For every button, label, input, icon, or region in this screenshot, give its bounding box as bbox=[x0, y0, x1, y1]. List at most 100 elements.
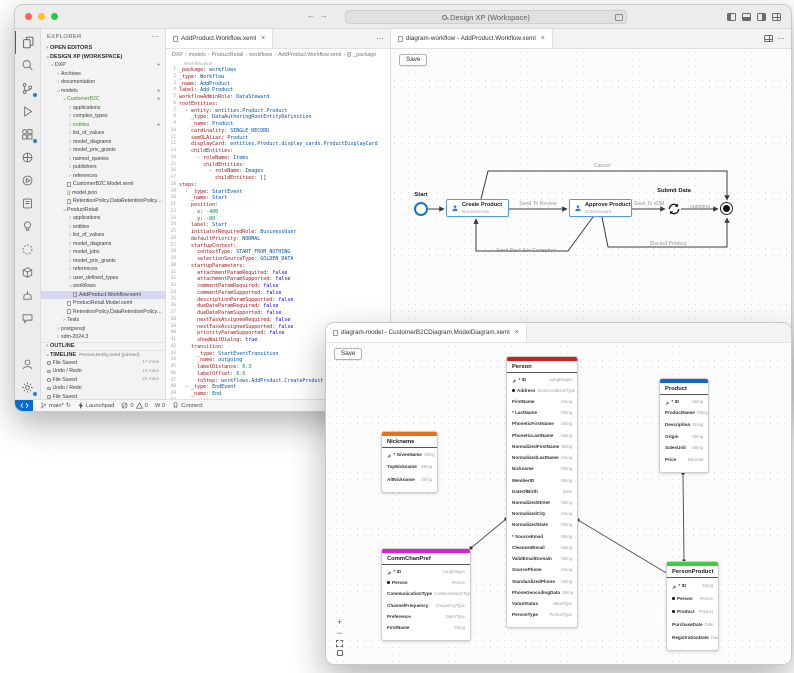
connect-item[interactable]: Connect bbox=[172, 402, 203, 409]
maximize-window-icon[interactable] bbox=[51, 13, 58, 20]
split-editor-icon[interactable] bbox=[763, 34, 773, 43]
minimize-window-icon[interactable] bbox=[38, 13, 45, 20]
tree-item[interactable]: ›model_jobs bbox=[41, 248, 165, 257]
code-line[interactable]: 27 startupContext: bbox=[170, 242, 237, 249]
tree-item[interactable]: ›postgresql bbox=[41, 325, 165, 334]
start-node[interactable] bbox=[414, 202, 428, 216]
source-control-icon[interactable] bbox=[15, 77, 41, 100]
close-window-icon[interactable] bbox=[25, 13, 32, 20]
close-tab-icon[interactable]: × bbox=[514, 329, 519, 336]
timeline-item[interactable]: File Saved bbox=[41, 393, 165, 399]
tab-diagram-workflow[interactable]: diagram-workflow - AddProduct.Workflow.x… bbox=[391, 29, 553, 48]
timeline-item[interactable]: Undo / Redo bbox=[41, 384, 165, 393]
tab-diagram-model[interactable]: diagram-model - CustomerB2CDiagram.Model… bbox=[326, 323, 527, 342]
zoom-in-icon[interactable]: + bbox=[336, 617, 343, 627]
code-line[interactable]: 19 - _type: StartEvent bbox=[170, 188, 243, 195]
account-icon[interactable] bbox=[15, 353, 41, 376]
tree-item[interactable]: ›Archives bbox=[41, 70, 165, 79]
tree-item[interactable]: ›ProductRetail bbox=[61, 206, 99, 213]
breadcrumb-symbol[interactable]: _package bbox=[353, 52, 377, 58]
code-line[interactable]: 46 labelOffset: 0.0 bbox=[170, 370, 246, 377]
tree-item[interactable]: AddProduct.Workflow.xeml bbox=[41, 290, 165, 299]
code-line[interactable]: 15 childEntities: bbox=[170, 161, 246, 168]
tree-item[interactable]: ProductRetail.Model.xeml bbox=[41, 299, 165, 308]
save-button[interactable]: Save bbox=[399, 54, 428, 66]
code-line[interactable]: 45 labelDistance: 0.3 bbox=[170, 364, 252, 370]
code-line[interactable]: 20 _name: Start bbox=[170, 195, 228, 202]
tree-item[interactable]: ›documentation bbox=[41, 78, 165, 87]
launchpad-item[interactable]: Launchpad bbox=[78, 402, 114, 409]
code-line[interactable]: 14 - roleName: Items bbox=[170, 154, 249, 161]
code-line[interactable]: 49 _name: End bbox=[170, 391, 222, 397]
tree-item[interactable]: ›model_priv_grants bbox=[41, 257, 165, 266]
settings-icon[interactable] bbox=[15, 376, 41, 399]
code-line[interactable]: 16 - roleName: Images bbox=[170, 168, 264, 175]
code-line[interactable]: 21 position: bbox=[170, 202, 219, 208]
tree-item[interactable]: ›entities bbox=[41, 223, 165, 232]
toggle-sidebar-icon[interactable] bbox=[727, 13, 736, 21]
code-line[interactable]: 40 priorityParamSupported: false bbox=[170, 330, 285, 337]
tree-item[interactable]: ›Tests bbox=[41, 316, 165, 325]
code-line[interactable]: 37 dueDateParamSupported: false bbox=[170, 310, 282, 316]
tree-item[interactable]: ›xdm-2024.3 bbox=[41, 333, 165, 342]
code-line[interactable]: 38 nextTaskAssigneeRequired: false bbox=[170, 316, 291, 323]
toggle-panel-icon[interactable] bbox=[742, 13, 751, 21]
tree-item[interactable]: ›model_priv_grants bbox=[41, 146, 165, 155]
problems-item[interactable]: 0 0 bbox=[121, 402, 148, 409]
code-line[interactable]: 10 cardinality: SINGLE_RECORD bbox=[170, 127, 270, 134]
tree-item[interactable]: ›applications bbox=[41, 214, 165, 223]
customize-layout-icon[interactable] bbox=[772, 13, 781, 21]
tree-item[interactable]: ›CustomerB2C● bbox=[61, 96, 160, 103]
extensions-icon[interactable] bbox=[15, 123, 41, 146]
breadcrumb-item[interactable]: ProductRetail bbox=[211, 52, 244, 58]
notebook-icon[interactable] bbox=[15, 192, 41, 215]
tree-item[interactable]: ›applications bbox=[41, 104, 165, 113]
zoom-out-icon[interactable]: − bbox=[336, 628, 343, 638]
lightbulb-icon[interactable] bbox=[15, 215, 41, 238]
code-line[interactable]: 7 - entity: entities.Product.Product bbox=[173, 107, 288, 114]
end-node[interactable] bbox=[720, 202, 733, 215]
code-line[interactable]: 24 label: Start bbox=[170, 222, 228, 229]
outline-section[interactable]: ›OUTLINE bbox=[41, 341, 165, 351]
code-line[interactable]: 41 showWaitDialog: true bbox=[170, 337, 258, 343]
tree-item[interactable]: ›model_diagrams bbox=[41, 138, 165, 147]
pending-circle-icon[interactable] bbox=[15, 238, 41, 261]
code-line[interactable]: 30 startupParameters: bbox=[170, 262, 246, 269]
code-line[interactable]: 42 transition: bbox=[170, 343, 225, 350]
code-line[interactable]: 43 _type: StartEventTransition bbox=[170, 350, 279, 357]
tree-item[interactable]: ›references bbox=[41, 172, 165, 181]
approve-product-task[interactable]: Approve Product DataSteward bbox=[569, 199, 632, 217]
code-line[interactable]: 8 _type: DataAuthoringRootEntityDefiniti… bbox=[173, 114, 312, 121]
code-line[interactable]: 36 dueDateParamRequired: false bbox=[170, 303, 279, 310]
files-icon[interactable] bbox=[15, 31, 41, 54]
code-line[interactable]: 31 attachmentParamRequired: false bbox=[170, 269, 288, 276]
